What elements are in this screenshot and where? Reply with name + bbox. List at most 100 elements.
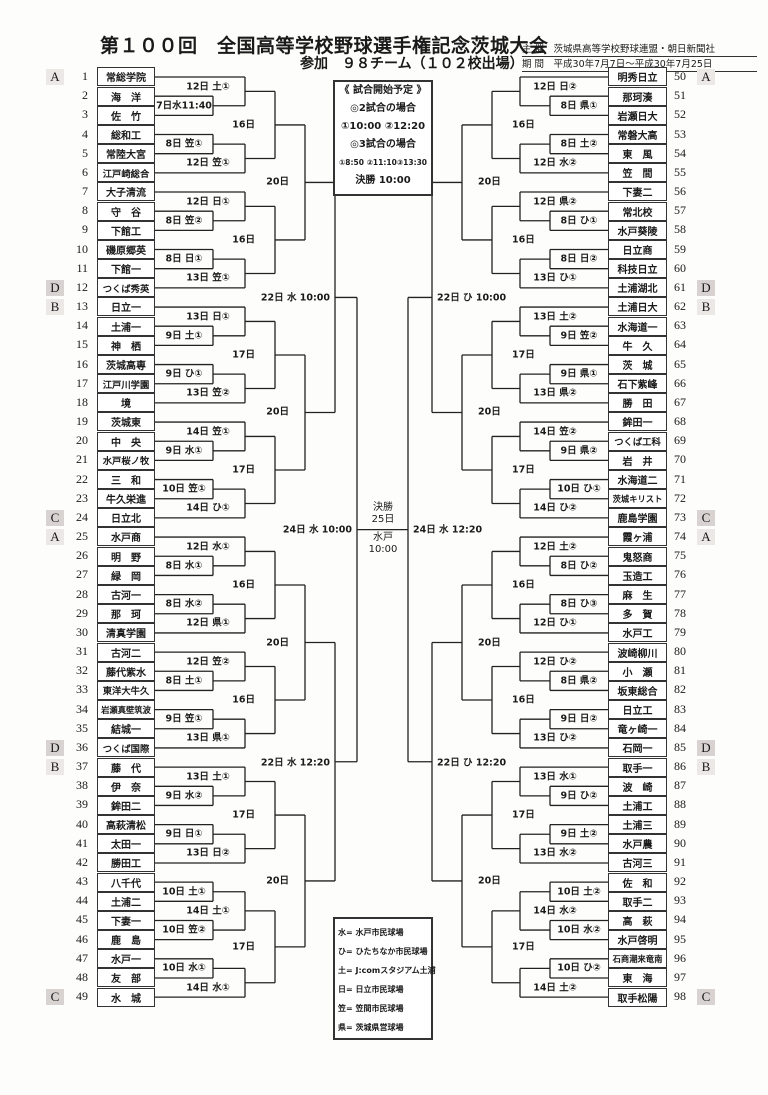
match-label: 20日 <box>478 636 501 648</box>
team-number: 14 <box>76 318 88 333</box>
team-number: 56 <box>674 184 686 199</box>
match-label: 20日 <box>266 176 289 188</box>
team-box: 日立商 <box>608 239 667 259</box>
legend-item: 土= J:comスタジアム土浦 <box>338 966 436 975</box>
match-label: 9日 水② <box>165 790 203 802</box>
team-number: 54 <box>674 145 686 160</box>
team-box: 中 央 <box>97 431 155 451</box>
match-label: 12日 水② <box>533 157 577 169</box>
match-label: 14日 水① <box>186 981 230 993</box>
team-number: 34 <box>76 701 88 716</box>
team-box: 牛久栄進 <box>97 489 155 509</box>
match-label: 10日 ひ② <box>557 962 601 974</box>
team-number: 43 <box>76 874 88 889</box>
team-box: 水戸工 <box>608 623 667 643</box>
team-number: 98 <box>674 989 686 1004</box>
team-box: 江戸崎総合 <box>97 163 155 183</box>
team-box: 日立北 <box>97 508 155 528</box>
team-number: 11 <box>76 260 88 275</box>
match-label: 13日 県② <box>533 387 577 399</box>
match-label: 17日 <box>512 809 535 821</box>
organizer-line: 主 催 茨城県高等学校野球連盟・朝日新聞社 <box>522 41 757 57</box>
team-number: 70 <box>674 452 686 467</box>
match-label: 20日 <box>266 406 289 418</box>
team-number: 40 <box>76 816 88 831</box>
team-box: 水戸葵陵 <box>608 220 667 240</box>
schedule-two-times: ①10:00 ②12:20 <box>340 121 426 132</box>
team-box: 常磐大高 <box>608 124 667 144</box>
team-box: 日立工 <box>608 700 667 719</box>
team-number: 10 <box>76 241 88 256</box>
team-box: 岩瀬真壁筑波 <box>97 700 155 719</box>
match-label: 9日 日① <box>165 828 203 840</box>
match-label: 17日 <box>232 809 255 821</box>
team-number: 82 <box>674 682 686 697</box>
team-box: 三 和 <box>97 469 155 489</box>
team-number: 68 <box>674 414 686 429</box>
match-label: 14日 ひ② <box>533 502 577 514</box>
team-number: 97 <box>674 969 686 984</box>
team-number: 78 <box>674 605 686 620</box>
legend-item: 笠= 笠間市民球場 <box>338 1004 404 1013</box>
team-box: 伊 奈 <box>97 776 155 796</box>
match-label: 8日 土① <box>165 675 203 687</box>
match-label: 12日 日① <box>186 195 230 207</box>
team-box: 那 珂 <box>97 604 155 624</box>
team-box: 古河三 <box>608 853 667 873</box>
team-number: 4 <box>82 126 88 141</box>
team-box: 取手松陽 <box>608 987 667 1007</box>
page-title: 第１００回 全国高等学校野球選手権記念茨城大会 <box>100 35 549 57</box>
match-label: 8日 県① <box>560 100 598 111</box>
team-number: 84 <box>674 720 686 735</box>
team-number: 93 <box>674 893 686 908</box>
team-number: 48 <box>76 969 88 984</box>
team-box: 鬼怒商 <box>608 546 667 566</box>
team-number: 20 <box>76 433 88 448</box>
team-box: 常北校 <box>608 201 667 221</box>
team-number: 46 <box>76 931 88 946</box>
legend-item: 日= 日立市民球場 <box>338 985 404 994</box>
match-label: 13日 土① <box>186 770 230 782</box>
match-label: 16日 <box>232 119 255 131</box>
team-number: 51 <box>674 88 686 103</box>
team-box: 土浦二 <box>97 891 155 911</box>
team-box: 水 城 <box>97 987 155 1007</box>
team-box: 総和工 <box>97 124 155 144</box>
team-box: 古河一 <box>97 584 155 604</box>
block-tag: A <box>46 69 64 85</box>
match-label: 17日 <box>232 464 255 476</box>
team-box: 霞ヶ浦 <box>608 527 667 547</box>
match-label: 9日 日② <box>560 713 598 725</box>
block-tag: B <box>697 759 715 776</box>
match-label: 8日 水② <box>165 598 203 610</box>
team-number: 85 <box>674 739 686 754</box>
team-number: 8 <box>82 203 88 218</box>
match-label: 16日 <box>512 694 535 706</box>
match-label: 9日 笠① <box>165 713 203 725</box>
match-label: 9日 土② <box>560 828 598 840</box>
team-number: 29 <box>76 605 88 620</box>
team-box: 小 瀬 <box>608 661 667 681</box>
team-number: 39 <box>76 797 88 812</box>
team-number: 73 <box>674 509 686 524</box>
match-label: 13日 水① <box>533 770 577 782</box>
team-box: 清真学園 <box>97 623 155 643</box>
team-number: 86 <box>674 759 686 774</box>
team-box: 多 賀 <box>608 604 667 624</box>
team-box: 竜ヶ崎一 <box>608 719 667 739</box>
team-number: 1 <box>82 69 88 83</box>
block-tag: C <box>697 509 715 526</box>
team-box: 波崎柳川 <box>608 642 667 662</box>
team-number: 67 <box>674 394 686 409</box>
match-label: 12日 ひ② <box>533 655 577 667</box>
team-number: 55 <box>674 164 686 179</box>
final-date: 25日 <box>371 514 395 525</box>
team-number: 3 <box>82 107 88 122</box>
team-box: 磯原郷英 <box>97 239 155 259</box>
team-box: 石下紫峰 <box>608 374 667 394</box>
match-label: 24日 水 12:20 <box>413 523 483 535</box>
final-venue-label: 水戸 10:00 <box>360 532 406 556</box>
team-box: 下館工 <box>97 220 155 240</box>
match-label: 9日 県① <box>560 368 598 380</box>
